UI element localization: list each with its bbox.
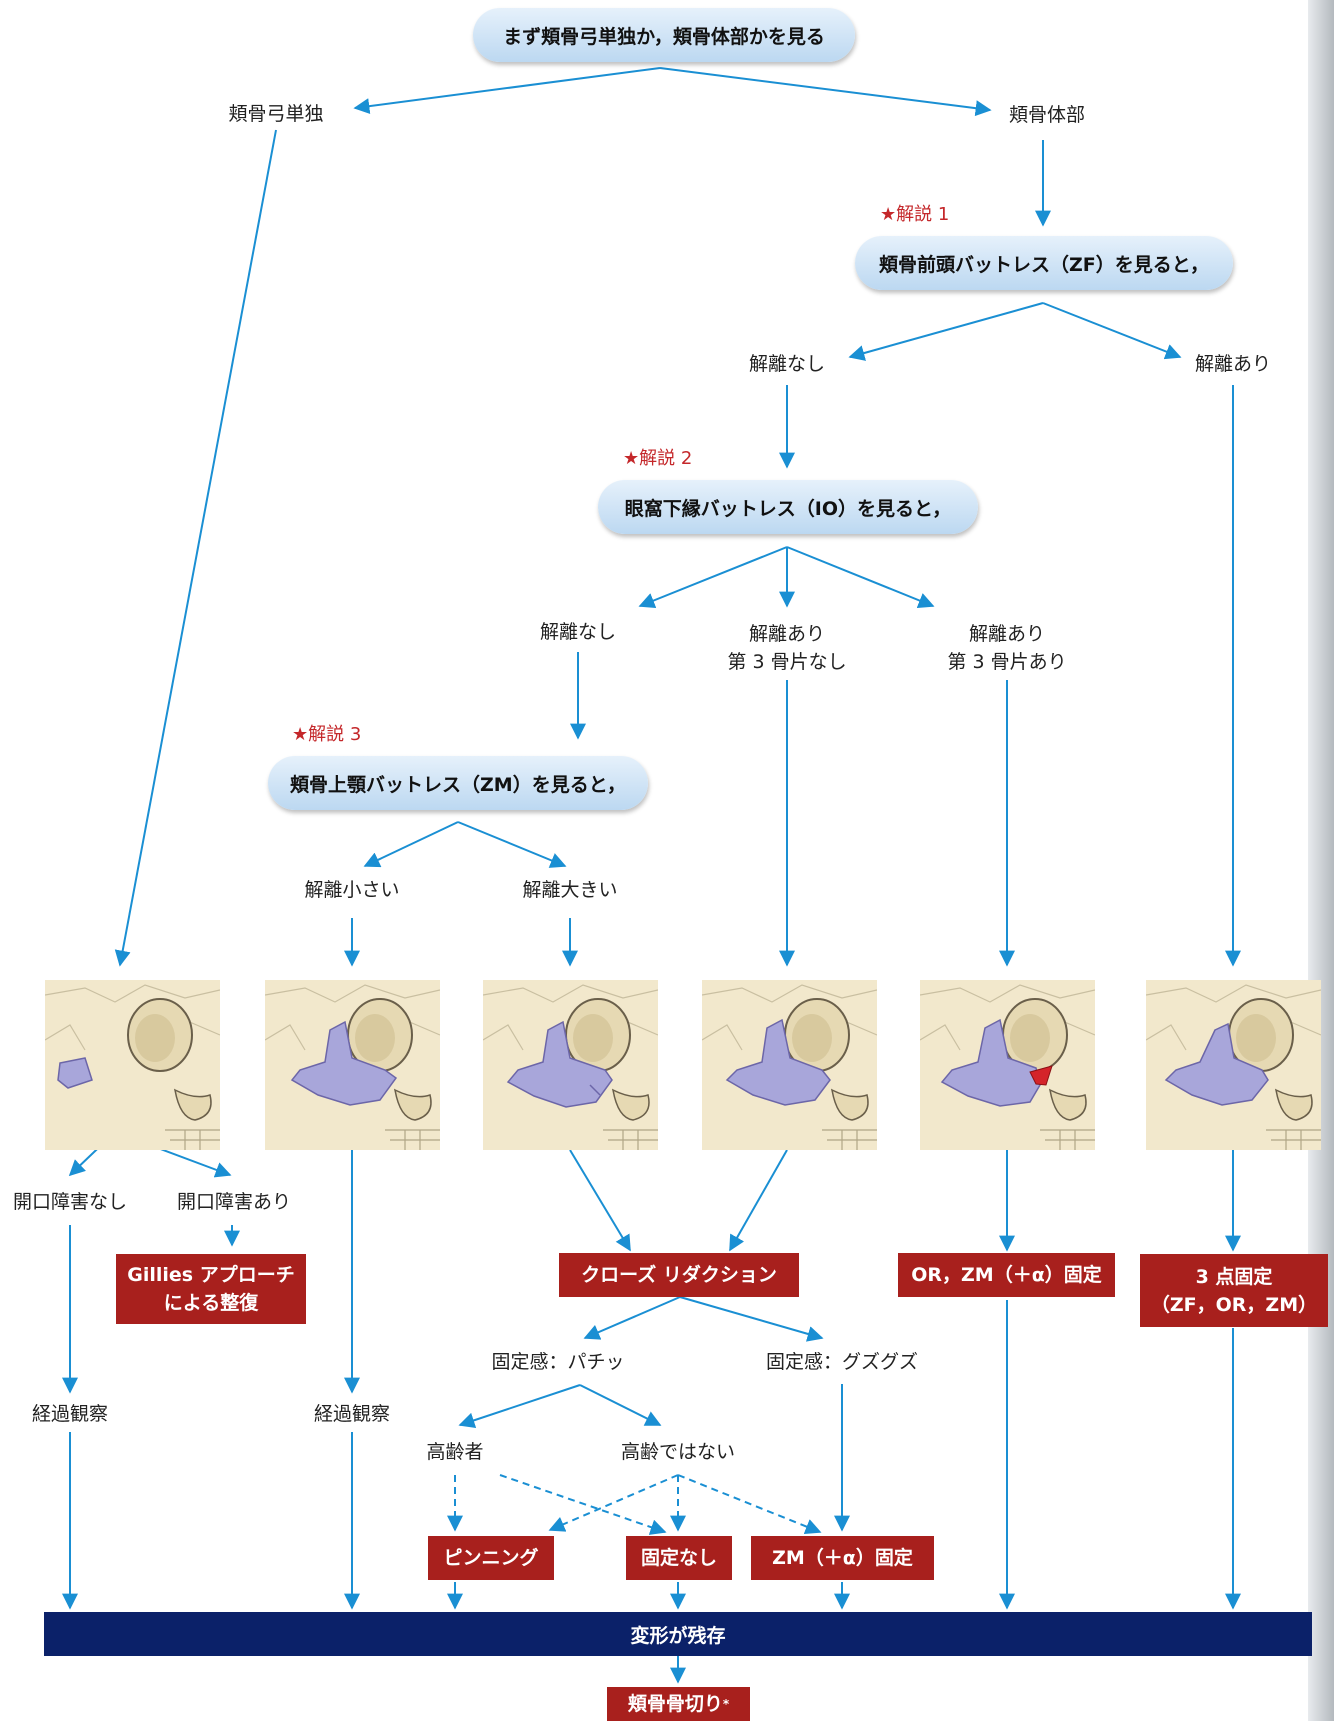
gillies-line1: Gillies アプローチ — [127, 1264, 295, 1286]
osteotomy-box: 頬骨骨切り* — [607, 1687, 750, 1721]
label-elderly: 高齢者 — [426, 1441, 484, 1463]
three-point-fixation-box: 3 点固定 （ZF，OR，ZM） — [1140, 1254, 1328, 1327]
label-observe-1: 経過観察 — [31, 1403, 109, 1425]
deformity-remains-bar: 変形が残存 — [44, 1612, 1312, 1656]
page-edge — [1308, 0, 1334, 1721]
label-observe-2: 経過観察 — [313, 1403, 391, 1425]
zm-fixation-box: ZM（＋α）固定 — [751, 1536, 934, 1580]
label-body: 頬骨体部 — [1008, 104, 1086, 126]
note-1: ★解説 1 — [880, 204, 950, 225]
skull-io-no-third — [702, 980, 877, 1150]
label-io-yes-no-third: 解離あり 第 3 骨片なし — [727, 620, 846, 676]
label-io-yes-third: 解離あり 第 3 骨片あり — [947, 620, 1066, 676]
label-zf-yes: 解離あり — [1194, 353, 1272, 375]
zf-question: 頬骨前頭バットレス（ZF）を見ると， — [855, 236, 1233, 290]
label-zm-large: 解離大きい — [522, 879, 618, 901]
pinning-box: ピンニング — [428, 1536, 554, 1580]
gillies-line2: による整復 — [163, 1292, 259, 1314]
osteotomy-label: 頬骨骨切り — [627, 1693, 723, 1715]
no-fixation-box: 固定なし — [626, 1536, 732, 1580]
label-zm-small: 解離小さい — [304, 879, 400, 901]
skull-zm-large — [483, 980, 658, 1150]
io-yes-3-line1: 解離あり — [968, 623, 1046, 645]
label-no-trismus: 開口障害なし — [12, 1191, 128, 1213]
skull-arch-only — [45, 980, 220, 1150]
three-point-line1: 3 点固定 — [1195, 1265, 1273, 1288]
note-2: ★解説 2 — [623, 448, 693, 469]
io-yes-3-line2: 第 3 骨片あり — [947, 651, 1067, 673]
note-3: ★解説 3 — [292, 724, 362, 745]
start-question: まず頬骨弓単独か，頬骨体部かを見る — [473, 8, 855, 62]
skull-io-third — [920, 980, 1095, 1150]
gillies-approach-box: Gillies アプローチ による整復 — [116, 1254, 306, 1324]
label-fix-snap: 固定感：パチッ — [491, 1351, 625, 1373]
label-not-elderly: 高齢ではない — [620, 1441, 736, 1463]
three-point-line2: （ZF，OR，ZM） — [1150, 1293, 1318, 1316]
label-trismus: 開口障害あり — [176, 1191, 292, 1213]
io-question: 眼窩下縁バットレス（IO）を見ると， — [598, 480, 978, 534]
label-arch-only: 頬骨弓単独 — [228, 103, 324, 125]
label-io-none: 解離なし — [539, 621, 617, 643]
io-yes-no3-line2: 第 3 骨片なし — [727, 651, 847, 673]
skull-zf-separated — [1146, 980, 1321, 1150]
closed-reduction-box: クローズ リダクション — [559, 1253, 799, 1297]
label-fix-loose: 固定感：グズグズ — [765, 1351, 919, 1373]
skull-zm-small — [265, 980, 440, 1150]
or-zm-fixation-box: OR，ZM（＋α）固定 — [898, 1253, 1115, 1297]
label-zf-none: 解離なし — [748, 353, 826, 375]
io-yes-no3-line1: 解離あり — [748, 623, 826, 645]
zm-question: 頬骨上顎バットレス（ZM）を見ると， — [268, 756, 648, 810]
